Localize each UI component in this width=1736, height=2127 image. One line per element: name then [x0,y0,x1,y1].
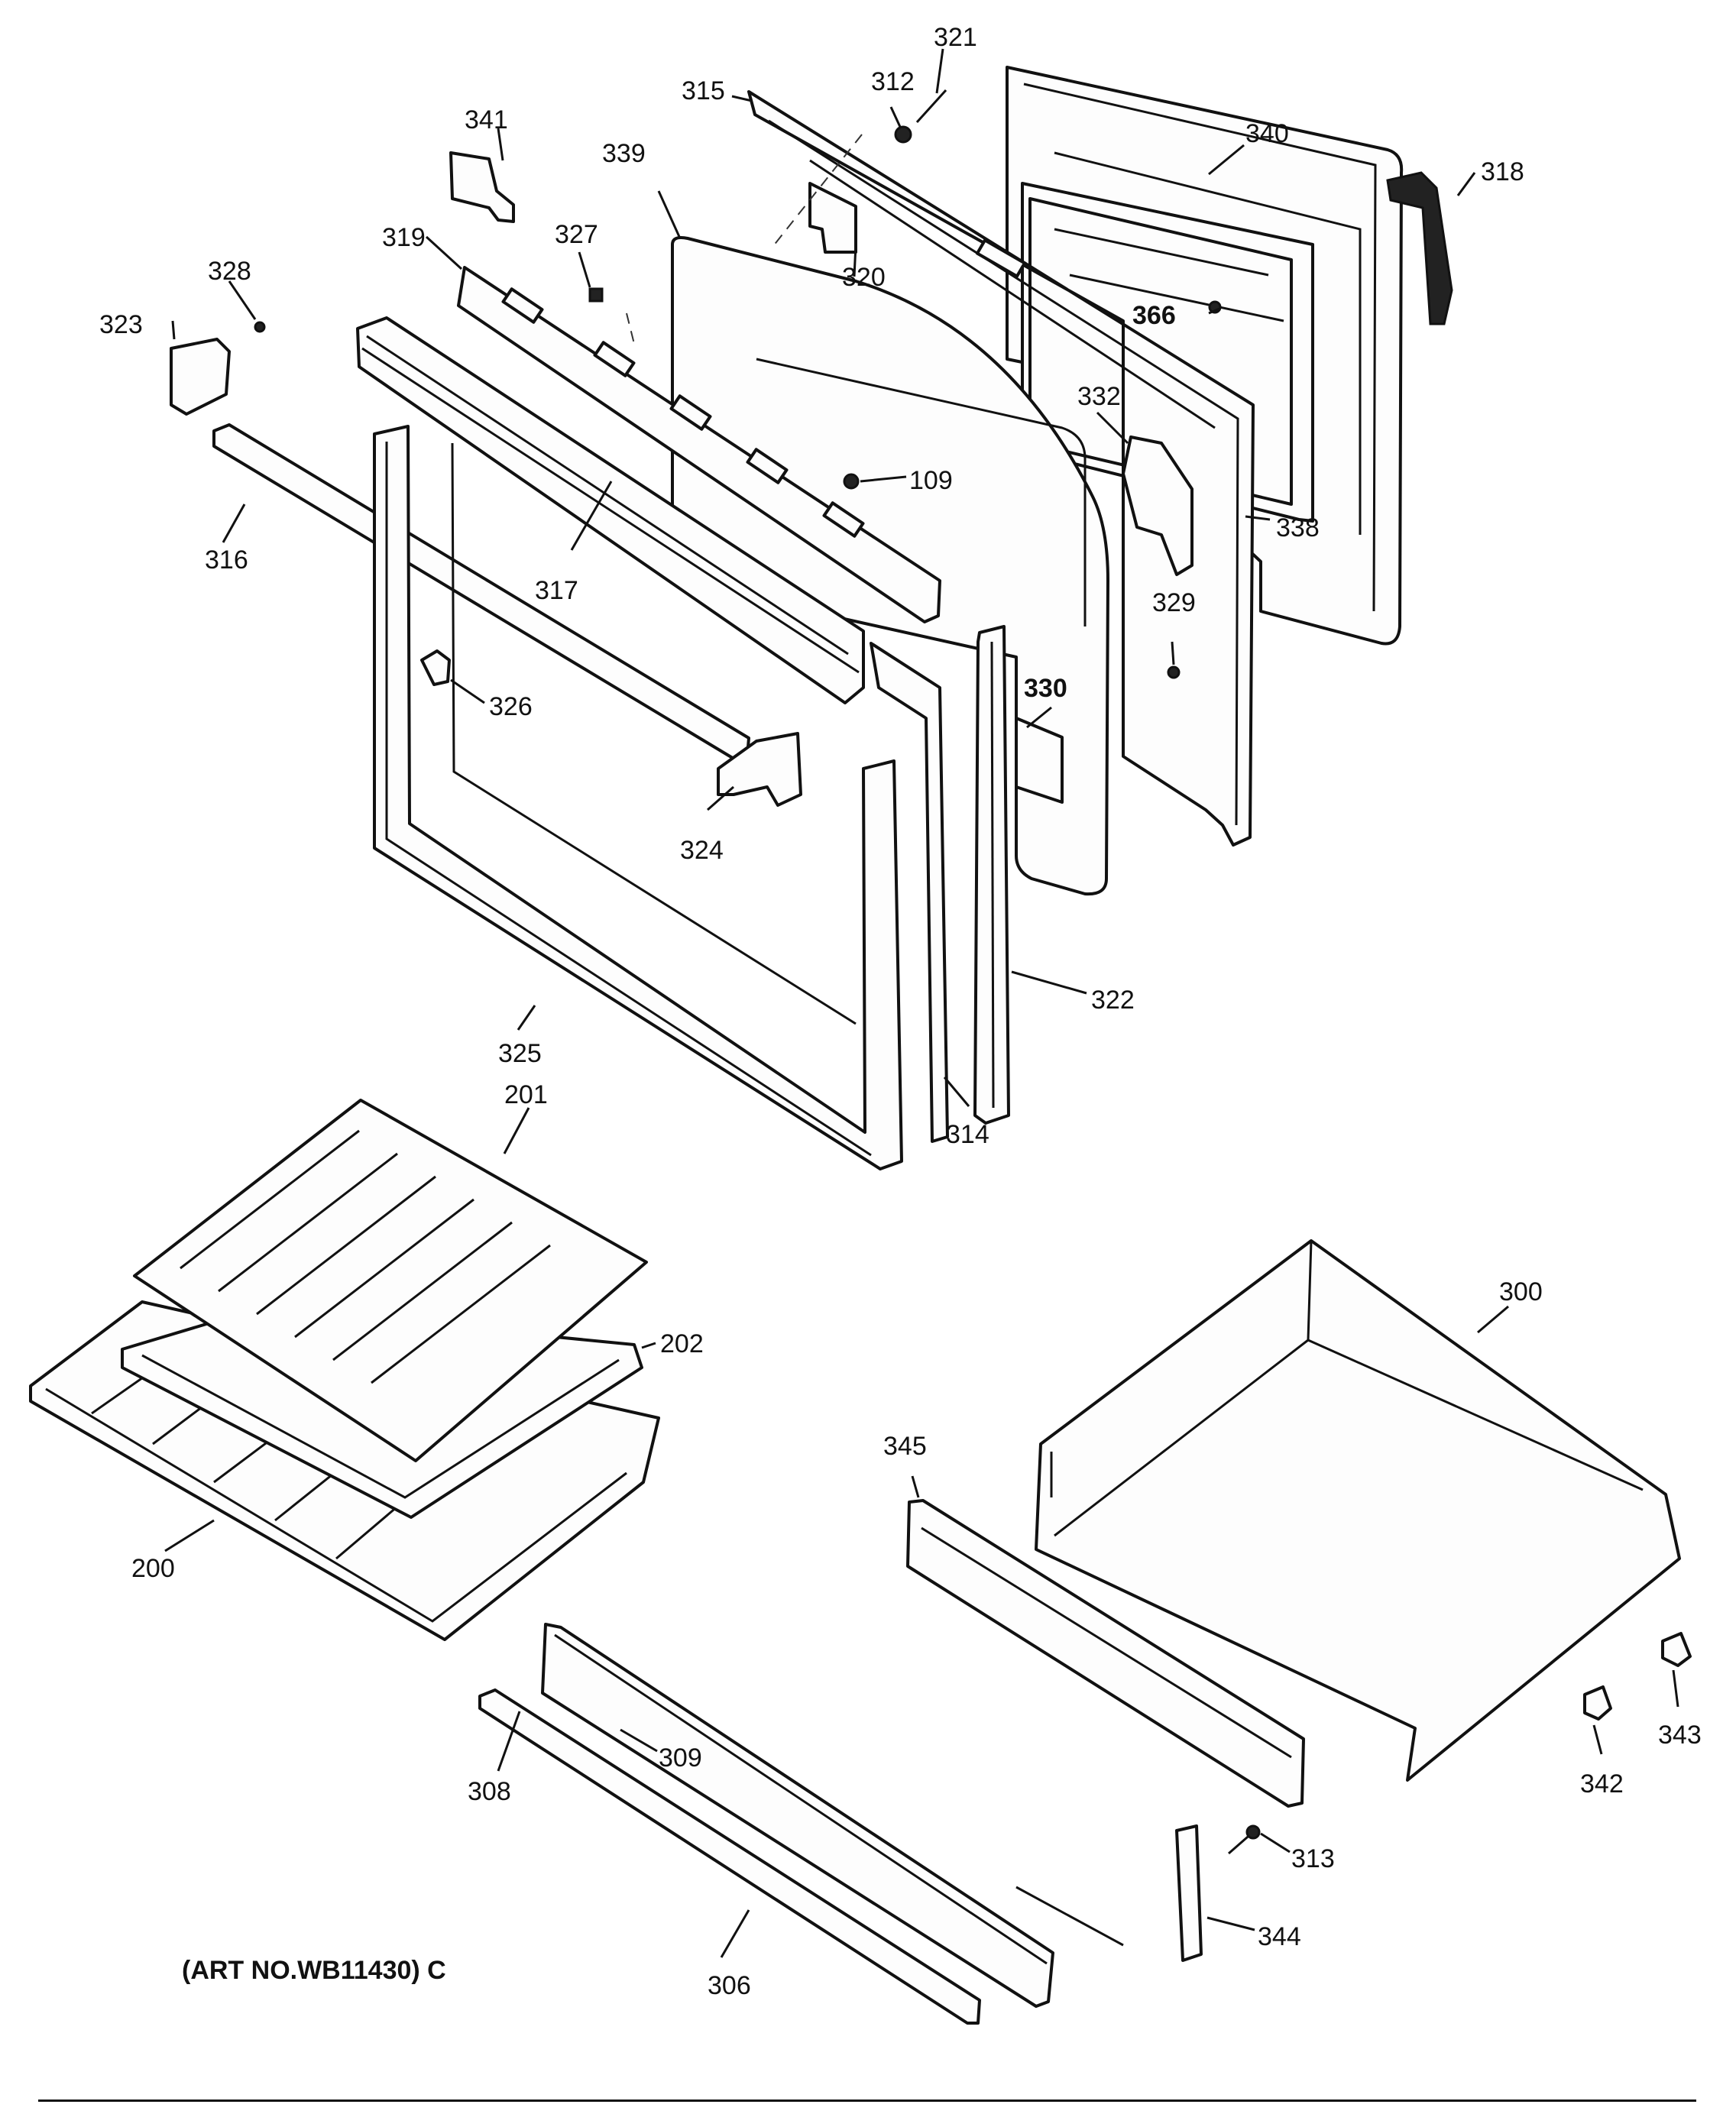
label-330: 330 [1024,674,1067,703]
broiler-grid-201 [133,1099,648,1462]
label-320: 320 [842,263,886,292]
label-338: 338 [1276,513,1320,542]
label-300: 300 [1499,1277,1543,1306]
callout-leaders [164,48,1679,1958]
label-342: 342 [1580,1769,1624,1798]
label-366: 366 [1132,301,1176,330]
label-309: 309 [659,1743,702,1772]
insulation-332 [1122,435,1194,576]
door-handle-316 [212,423,750,761]
label-201: 201 [504,1080,548,1109]
label-344: 344 [1258,1922,1301,1951]
footer-rule [38,2099,1696,2102]
label-329: 329 [1152,588,1196,617]
side-channel-322 [973,625,1010,1125]
label-315: 315 [682,76,725,105]
door-frame-315 [747,90,1255,847]
label-317: 317 [535,576,578,605]
label-318: 318 [1481,157,1524,186]
label-200: 200 [131,1554,175,1583]
screw-313 [1228,1824,1261,1855]
storage-drawer-300 [1035,1239,1681,1782]
label-322: 322 [1091,986,1135,1015]
label-327: 327 [555,220,598,249]
label-345: 345 [883,1432,927,1461]
label-321: 321 [934,23,977,52]
label-340: 340 [1245,119,1289,148]
label-109: 109 [909,466,953,495]
door-seal-318 [1386,171,1453,325]
label-326: 326 [489,692,533,721]
label-323: 323 [99,310,143,339]
door-strip-330 [1015,717,1064,804]
label-328: 328 [208,257,251,286]
label-313: 313 [1291,1844,1335,1873]
art-number: (ART NO.WB11430) C [182,1956,446,1985]
callout-labels: 321 312 315 340 318 341 339 319 327 328 … [99,23,1702,2000]
plate-341 [449,151,515,223]
drawer-rollers [1583,1632,1692,1721]
drawer-handle-308 [478,1688,981,2025]
drawer-bracket-344 [1175,1824,1203,1962]
vent-trim-317 [356,316,865,704]
clip-327 [588,287,604,303]
label-312: 312 [871,67,915,96]
label-341: 341 [465,105,508,134]
label-319: 319 [382,223,426,252]
label-324: 324 [680,836,724,865]
label-202: 202 [660,1329,704,1358]
label-339: 339 [602,139,646,168]
label-325: 325 [498,1039,542,1068]
outer-door-panel-325 [373,425,903,1170]
drawer-rail-345 [906,1499,1305,1808]
label-332: 332 [1077,382,1121,411]
drawer-front-306 [541,1623,1054,2008]
label-343: 343 [1658,1721,1702,1750]
label-306: 306 [708,1971,751,2000]
vent-bracket-319 [457,266,941,623]
latch-323 [170,338,231,416]
label-316: 316 [205,546,248,575]
hinge-bracket-320 [808,182,857,254]
label-314: 314 [946,1120,989,1149]
label-308: 308 [468,1777,511,1806]
gasket-314 [870,642,949,1143]
clip-326 [420,649,451,686]
